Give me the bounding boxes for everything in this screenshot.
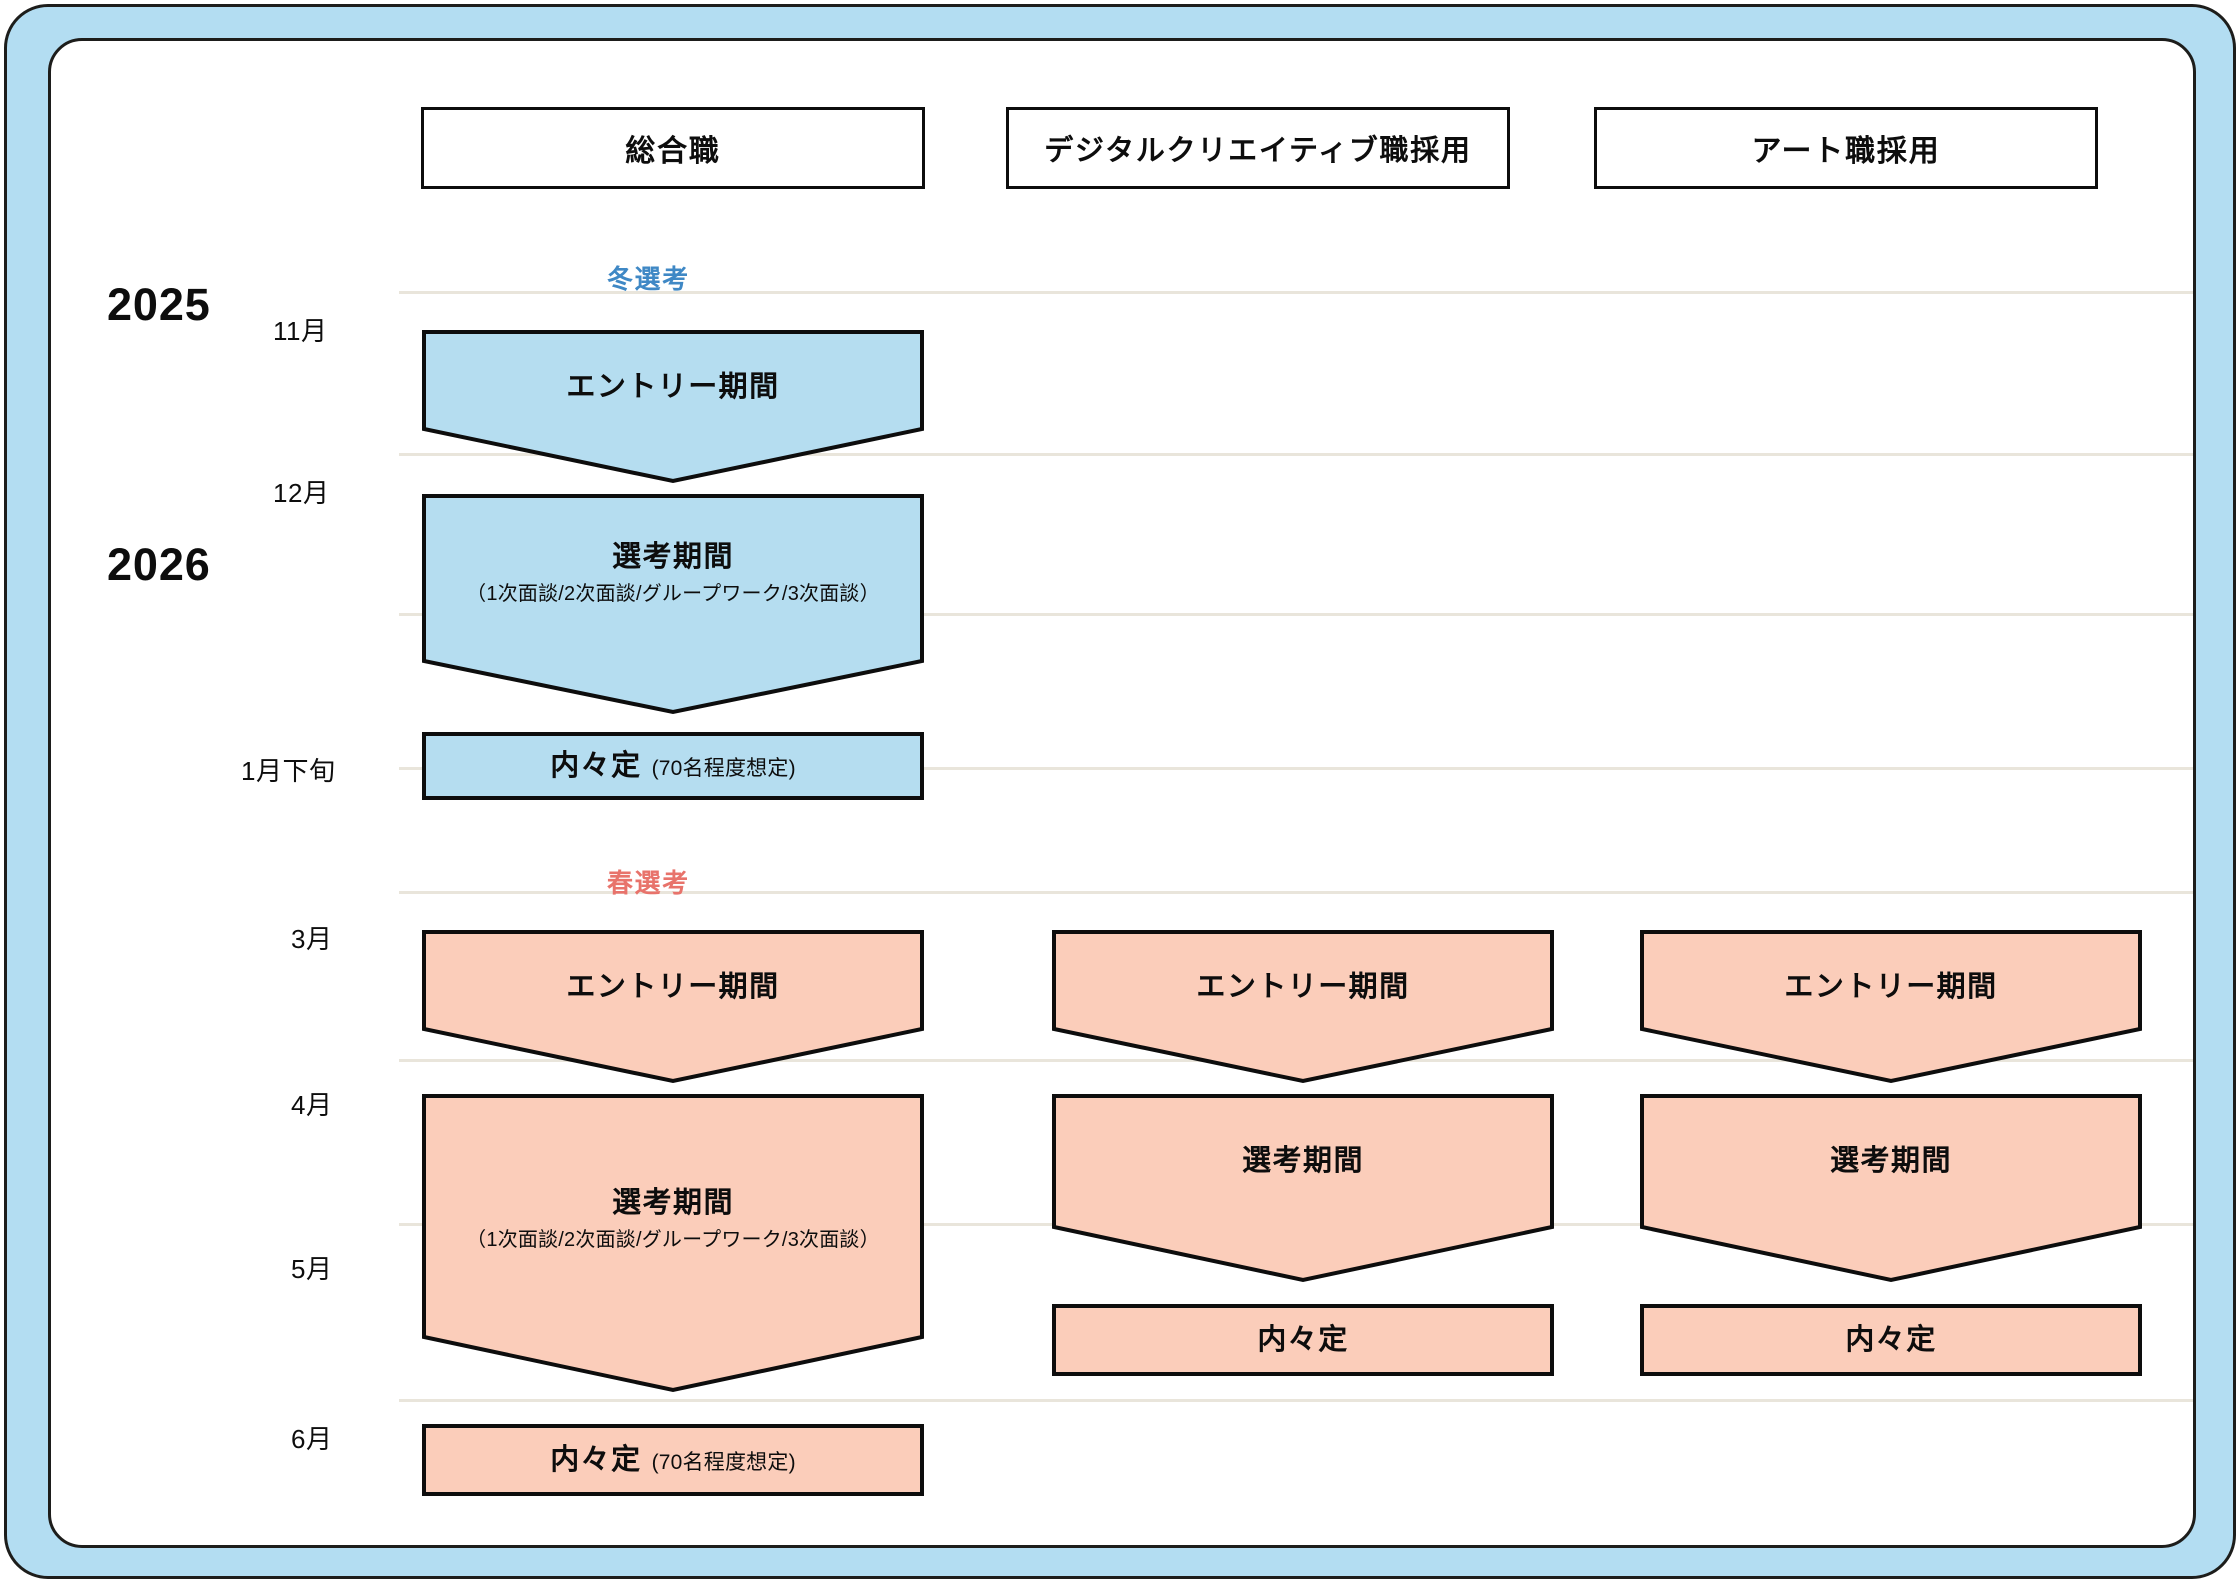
timeline-panel: 総合職 デジタルクリエイティブ職採用 アート職採用 2025 2026 11月 … xyxy=(48,38,2196,1548)
arrow-shape xyxy=(1639,929,2143,1084)
month-label-may: 5月 xyxy=(291,1254,333,1284)
month-label-nov: 11月 xyxy=(273,316,328,346)
box-shape xyxy=(1051,1303,1555,1377)
arrow-shape xyxy=(421,493,925,715)
column-header-art-label: アート職採用 xyxy=(1751,135,1941,168)
phase-spring-offer-sogoshoku[interactable]: 内々定(70名程度想定) xyxy=(421,1423,925,1497)
column-header-art: アート職採用 xyxy=(1594,107,2098,189)
gridline-dec xyxy=(399,453,2193,456)
year-label-2025: 2025 xyxy=(107,279,211,330)
season-label-spring: 春選考 xyxy=(607,868,690,898)
month-label-apr: 4月 xyxy=(291,1090,333,1120)
gridline-mar xyxy=(399,891,2193,894)
phase-spring-selection-sogoshoku[interactable]: 選考期間 （1次面談/2次面談/グループワーク/3次面談） xyxy=(421,1093,925,1393)
month-label-jan-late: 1月下旬 xyxy=(241,756,336,786)
box-shape xyxy=(1639,1303,2143,1377)
arrow-shape xyxy=(1051,1093,1555,1283)
column-header-digital-creative: デジタルクリエイティブ職採用 xyxy=(1006,107,1510,189)
phase-spring-offer-art[interactable]: 内々定 xyxy=(1639,1303,2143,1377)
column-header-sogoshoku: 総合職 xyxy=(421,107,925,189)
phase-winter-entry-sogoshoku[interactable]: エントリー期間 xyxy=(421,329,925,484)
arrow-shape xyxy=(1051,929,1555,1084)
month-label-dec: 12月 xyxy=(273,478,330,508)
box-shape xyxy=(421,1423,925,1497)
arrow-shape xyxy=(421,1093,925,1393)
box-shape xyxy=(421,731,925,801)
phase-winter-selection-sogoshoku[interactable]: 選考期間 （1次面談/2次面談/グループワーク/3次面談） xyxy=(421,493,925,715)
phase-spring-selection-digital-creative[interactable]: 選考期間 xyxy=(1051,1093,1555,1283)
arrow-shape xyxy=(421,329,925,484)
arrow-shape xyxy=(1639,1093,2143,1283)
arrow-shape xyxy=(421,929,925,1084)
phase-spring-entry-sogoshoku[interactable]: エントリー期間 xyxy=(421,929,925,1084)
column-header-sogoshoku-label: 総合職 xyxy=(625,135,721,168)
phase-spring-entry-digital-creative[interactable]: エントリー期間 xyxy=(1051,929,1555,1084)
phase-spring-entry-art[interactable]: エントリー期間 xyxy=(1639,929,2143,1084)
phase-spring-offer-digital-creative[interactable]: 内々定 xyxy=(1051,1303,1555,1377)
phase-spring-selection-art[interactable]: 選考期間 xyxy=(1639,1093,2143,1283)
phase-winter-offer-sogoshoku[interactable]: 内々定(70名程度想定) xyxy=(421,731,925,801)
gridline-jun xyxy=(399,1399,2193,1402)
gridline-jan xyxy=(399,767,2193,770)
month-label-mar: 3月 xyxy=(291,924,333,954)
month-label-jun: 6月 xyxy=(291,1424,333,1454)
column-header-digital-creative-label: デジタルクリエイティブ職採用 xyxy=(1044,135,1472,167)
year-label-2026: 2026 xyxy=(107,539,211,590)
season-label-winter: 冬選考 xyxy=(607,264,690,294)
gridline-dec-end xyxy=(399,613,2193,616)
gridline-nov xyxy=(399,291,2193,294)
